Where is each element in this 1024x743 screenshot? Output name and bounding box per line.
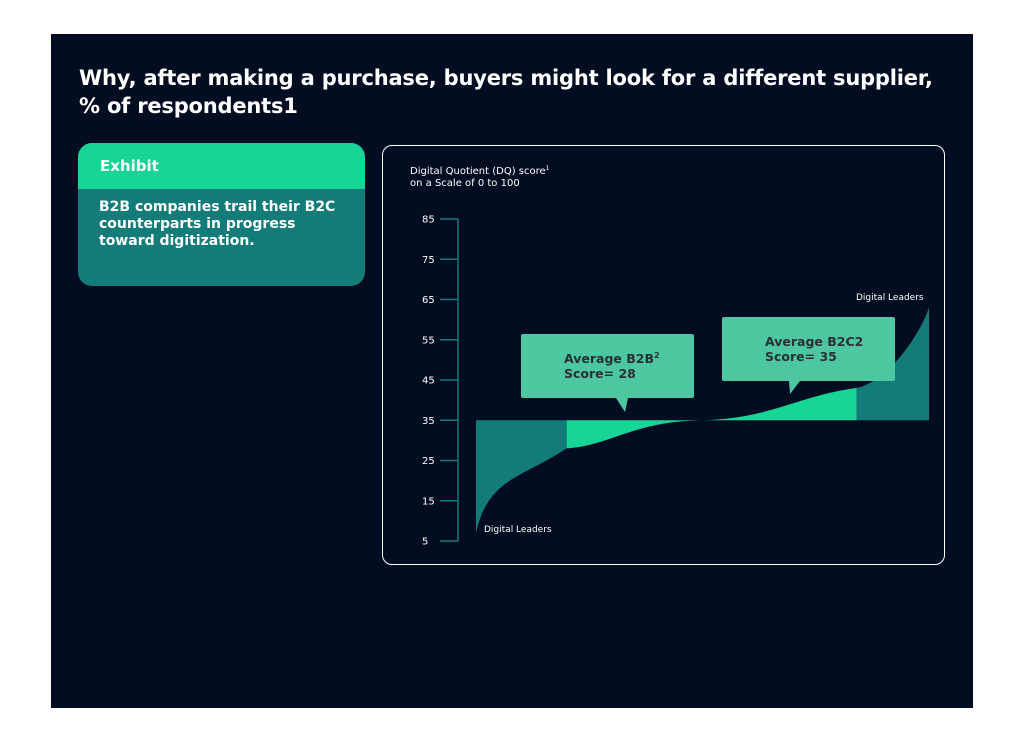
callout-b2c: Average B2C2 Score= 35	[722, 317, 895, 394]
page-title: Why, after making a purchase, buyers mig…	[79, 66, 933, 118]
callout-b2b: Average B2B2 Score= 28	[521, 334, 694, 412]
chart-panel: Digital Quotient (DQ) score1 on a Scale …	[382, 145, 945, 565]
callout-b2b-bubble	[521, 334, 694, 412]
y-tick-label: 55	[422, 335, 435, 346]
y-tick-label: 65	[422, 295, 435, 306]
y-tick-label: 75	[422, 255, 435, 266]
slide: Why, after making a purchase, buyers mig…	[51, 34, 973, 708]
area-b2b-segment	[566, 420, 703, 449]
exhibit-card-header: Exhibit	[78, 143, 365, 189]
callout-b2c-line2: Score= 35	[765, 349, 837, 364]
exhibit-card: Exhibit B2B companies trail their B2C co…	[78, 143, 365, 286]
y-tick-label: 25	[422, 456, 435, 467]
y-axis-title-line1: Digital Quotient (DQ) score1	[410, 165, 550, 177]
dq-chart: Digital Quotient (DQ) score1 on a Scale …	[410, 165, 929, 548]
area-top-leaders	[856, 307, 929, 421]
area-b2c-segment	[702, 388, 857, 421]
y-tick-label: 35	[422, 416, 435, 427]
y-tick-label: 5	[422, 537, 428, 548]
area-bottom-leaders	[476, 420, 567, 533]
callout-b2b-line2: Score= 28	[564, 366, 636, 381]
y-tick-label: 45	[422, 376, 435, 387]
y-tick-label: 15	[422, 496, 435, 507]
digital-leaders-low-label: Digital Leaders	[484, 525, 552, 535]
y-axis-title-line2: on a Scale of 0 to 100	[410, 178, 520, 189]
callout-b2c-line1: Average B2C2	[765, 334, 863, 349]
callout-b2b-line1: Average B2B2	[564, 351, 660, 366]
callout-b2c-bubble	[722, 317, 895, 394]
exhibit-card-body: B2B companies trail their B2C counterpar…	[99, 199, 336, 249]
y-tick-label: 85	[422, 215, 435, 226]
digital-leaders-high-label: Digital Leaders	[856, 293, 924, 303]
